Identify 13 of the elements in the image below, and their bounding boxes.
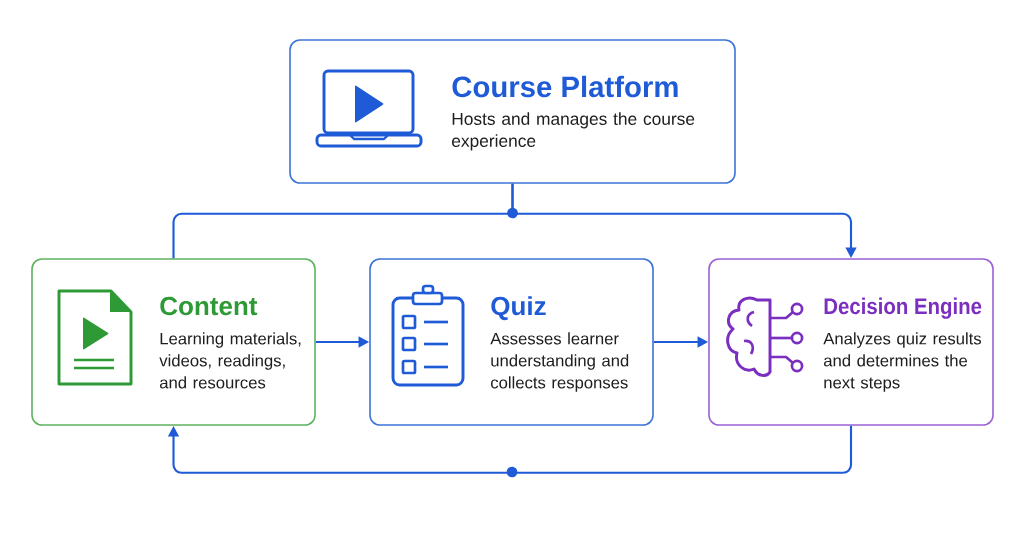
box-title: Quiz — [491, 296, 546, 321]
process-box — [289, 39, 736, 184]
process-box — [31, 258, 316, 426]
box-description: Analyzes quiz results and determines the next steps — [823, 332, 982, 392]
box-title: Decision Engine — [824, 297, 982, 319]
box-description: Hosts and manages the course experience — [452, 112, 695, 151]
box-title: Course Platform — [452, 75, 678, 98]
arrow — [167, 425, 853, 474]
box-description: Learning materials, videos, readings, and resources — [159, 332, 301, 389]
box-title: Content — [160, 296, 258, 316]
box-description: Assesses learner understanding and collects responses — [490, 332, 629, 392]
process-box — [708, 258, 994, 426]
process-box — [369, 258, 654, 426]
